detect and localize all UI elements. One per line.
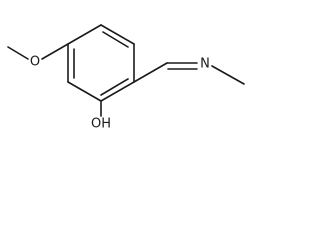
methoxy-oxygen-label: O: [30, 55, 40, 70]
chemical-structure-diagram: O OH N: [7, 24, 245, 132]
ring-bond-1: [67, 24, 102, 45]
ring-to-ch-bond: [133, 62, 168, 83]
ring-double-bond-top: [102, 31, 129, 48]
oxygen-to-methyl-bond: [7, 46, 29, 60]
ring-double-bond-bottom: [100, 78, 129, 96]
ring-bond-4: [100, 81, 135, 102]
benzene-ring: [67, 24, 135, 102]
ring-to-oxygen-bond: [41, 43, 69, 60]
n-to-methyl-bond: [211, 65, 245, 85]
imine-chain: [133, 62, 245, 85]
nitrogen-label: N: [200, 57, 210, 72]
hydroxyl-label: OH: [91, 117, 111, 132]
methoxy-bonds: [7, 43, 69, 60]
ring-bond-5: [67, 81, 102, 102]
ring-bond-2: [100, 24, 135, 45]
